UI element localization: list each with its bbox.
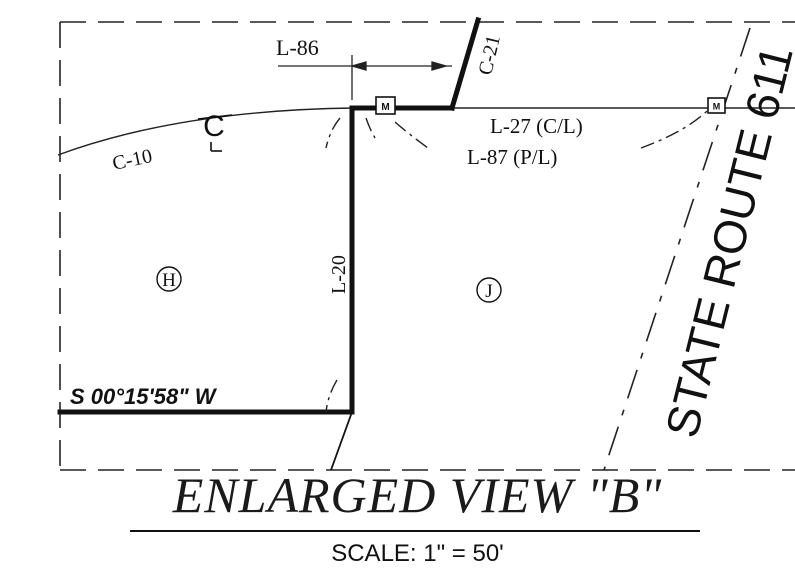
dimension-l86 (278, 55, 452, 100)
view-title: ENLARGED VIEW "B" (172, 467, 663, 523)
view-boundary (59, 21, 795, 471)
bearing-label: S 00°15'58" W (70, 384, 218, 409)
monument-marker: M (707, 97, 726, 114)
title-underline (130, 530, 700, 532)
monument-marker: M (375, 96, 396, 115)
label-c21: C-21 (474, 33, 504, 77)
label-c10: C-10 (110, 145, 154, 175)
line-extension (330, 411, 353, 471)
svg-text:C: C (203, 110, 225, 143)
svg-text:M: M (713, 102, 721, 112)
parcel-boundary (57, 16, 482, 415)
label-l86: L-86 (276, 35, 319, 60)
parcel-j: J (476, 277, 502, 303)
scale-label: SCALE: 1" = 50' (331, 540, 504, 567)
label-l20: L-20 (328, 255, 350, 294)
centerline-symbol: C (197, 110, 233, 152)
label-l27: L-27 (C/L) (490, 114, 583, 138)
label-l87: L-87 (P/L) (467, 145, 557, 169)
svg-text:M: M (381, 102, 389, 113)
angle-arcs (325, 105, 713, 413)
svg-text:J: J (485, 281, 492, 302)
svg-text:H: H (162, 270, 176, 291)
curve-c10 (57, 107, 356, 156)
parcel-h: H (156, 266, 182, 292)
